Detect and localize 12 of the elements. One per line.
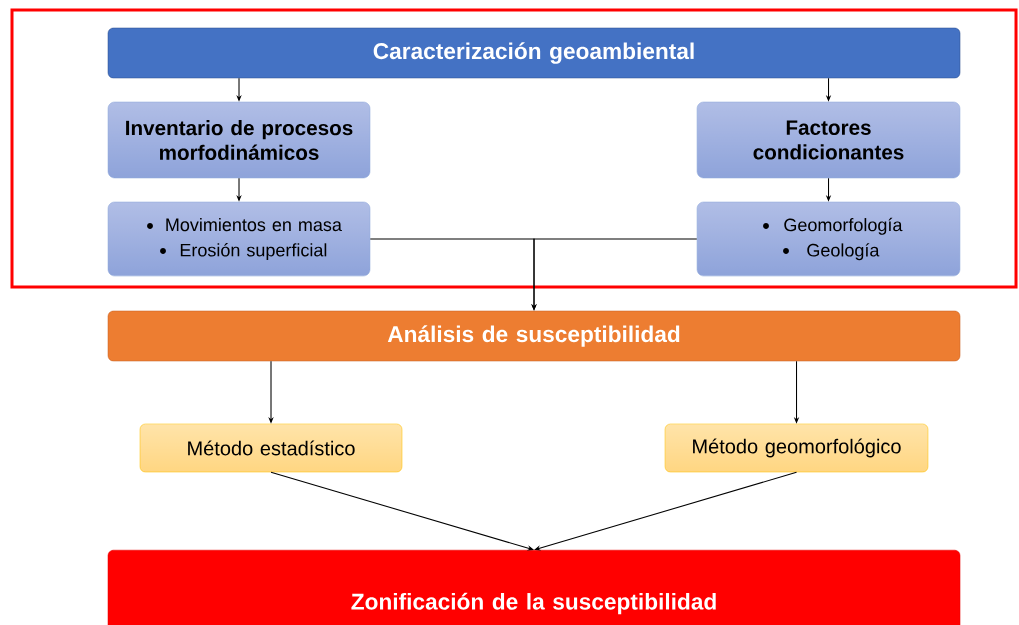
list-box: Movimientos en masa Erosión superficial xyxy=(107,201,371,277)
header-box: Caracterización geoambiental xyxy=(107,27,961,79)
method-box: Método geomorfológico xyxy=(664,423,929,473)
result-box: Zonificación de la susceptibilidad xyxy=(107,549,961,625)
arrow xyxy=(270,471,534,551)
method-box: Método estadístico xyxy=(139,423,403,473)
process-box: Factores condicionantes xyxy=(696,101,961,179)
list-box: Geomorfología Geología xyxy=(696,201,961,277)
arrow xyxy=(534,471,798,551)
process-box: Inventario de procesos morfodinámicos xyxy=(107,101,371,179)
rectangle-frame xyxy=(10,8,1018,289)
analysis-box: Análisis de susceptibilidad xyxy=(107,310,961,362)
